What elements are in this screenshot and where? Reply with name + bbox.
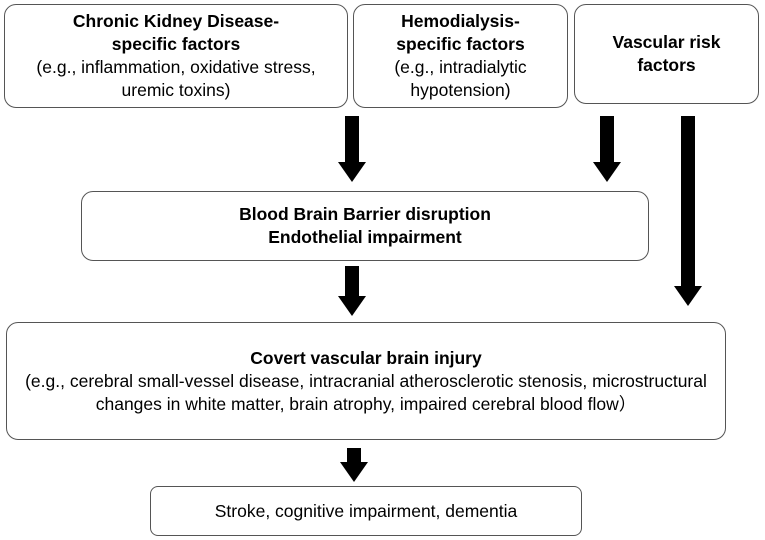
- ckd-factors-examples: (e.g., inflammation, oxidative stress, u…: [36, 57, 316, 100]
- vascular-risk-box: Vascular risk factors: [574, 4, 759, 104]
- arrow-ckd-to-bbb: [337, 116, 367, 182]
- ckd-factors-title: Chronic Kidney Disease-specific factors: [72, 11, 280, 54]
- covert-brain-injury-box: Covert vascular brain injury (e.g., cere…: [6, 322, 726, 440]
- outcome-box: Stroke, cognitive impairment, dementia: [150, 486, 582, 536]
- arrow-covert-to-outcome: [339, 448, 369, 482]
- hemodialysis-factors-examples: (e.g., intradialytic hypotension): [394, 57, 527, 100]
- arrow-bbb-to-covert: [337, 266, 367, 316]
- arrow-vascular-to-covert: [673, 116, 703, 306]
- outcome-text: Stroke, cognitive impairment, dementia: [214, 500, 518, 521]
- arrow-hd-to-bbb: [592, 116, 622, 182]
- bbb-disruption-title: Blood Brain Barrier disruption: [239, 204, 491, 224]
- hemodialysis-factors-title: Hemodialysis-specific factors: [396, 11, 525, 54]
- covert-brain-injury-title: Covert vascular brain injury: [250, 347, 482, 368]
- endothelial-impairment-title: Endothelial impairment: [268, 227, 462, 247]
- vascular-risk-title: Vascular risk factors: [612, 32, 721, 75]
- bbb-disruption-box: Blood Brain Barrier disruption Endotheli…: [81, 191, 649, 261]
- hemodialysis-factors-box: Hemodialysis-specific factors (e.g., int…: [353, 4, 568, 108]
- covert-brain-injury-examples: (e.g., cerebral small-vessel disease, in…: [25, 370, 707, 414]
- ckd-factors-box: Chronic Kidney Disease-specific factors …: [4, 4, 348, 108]
